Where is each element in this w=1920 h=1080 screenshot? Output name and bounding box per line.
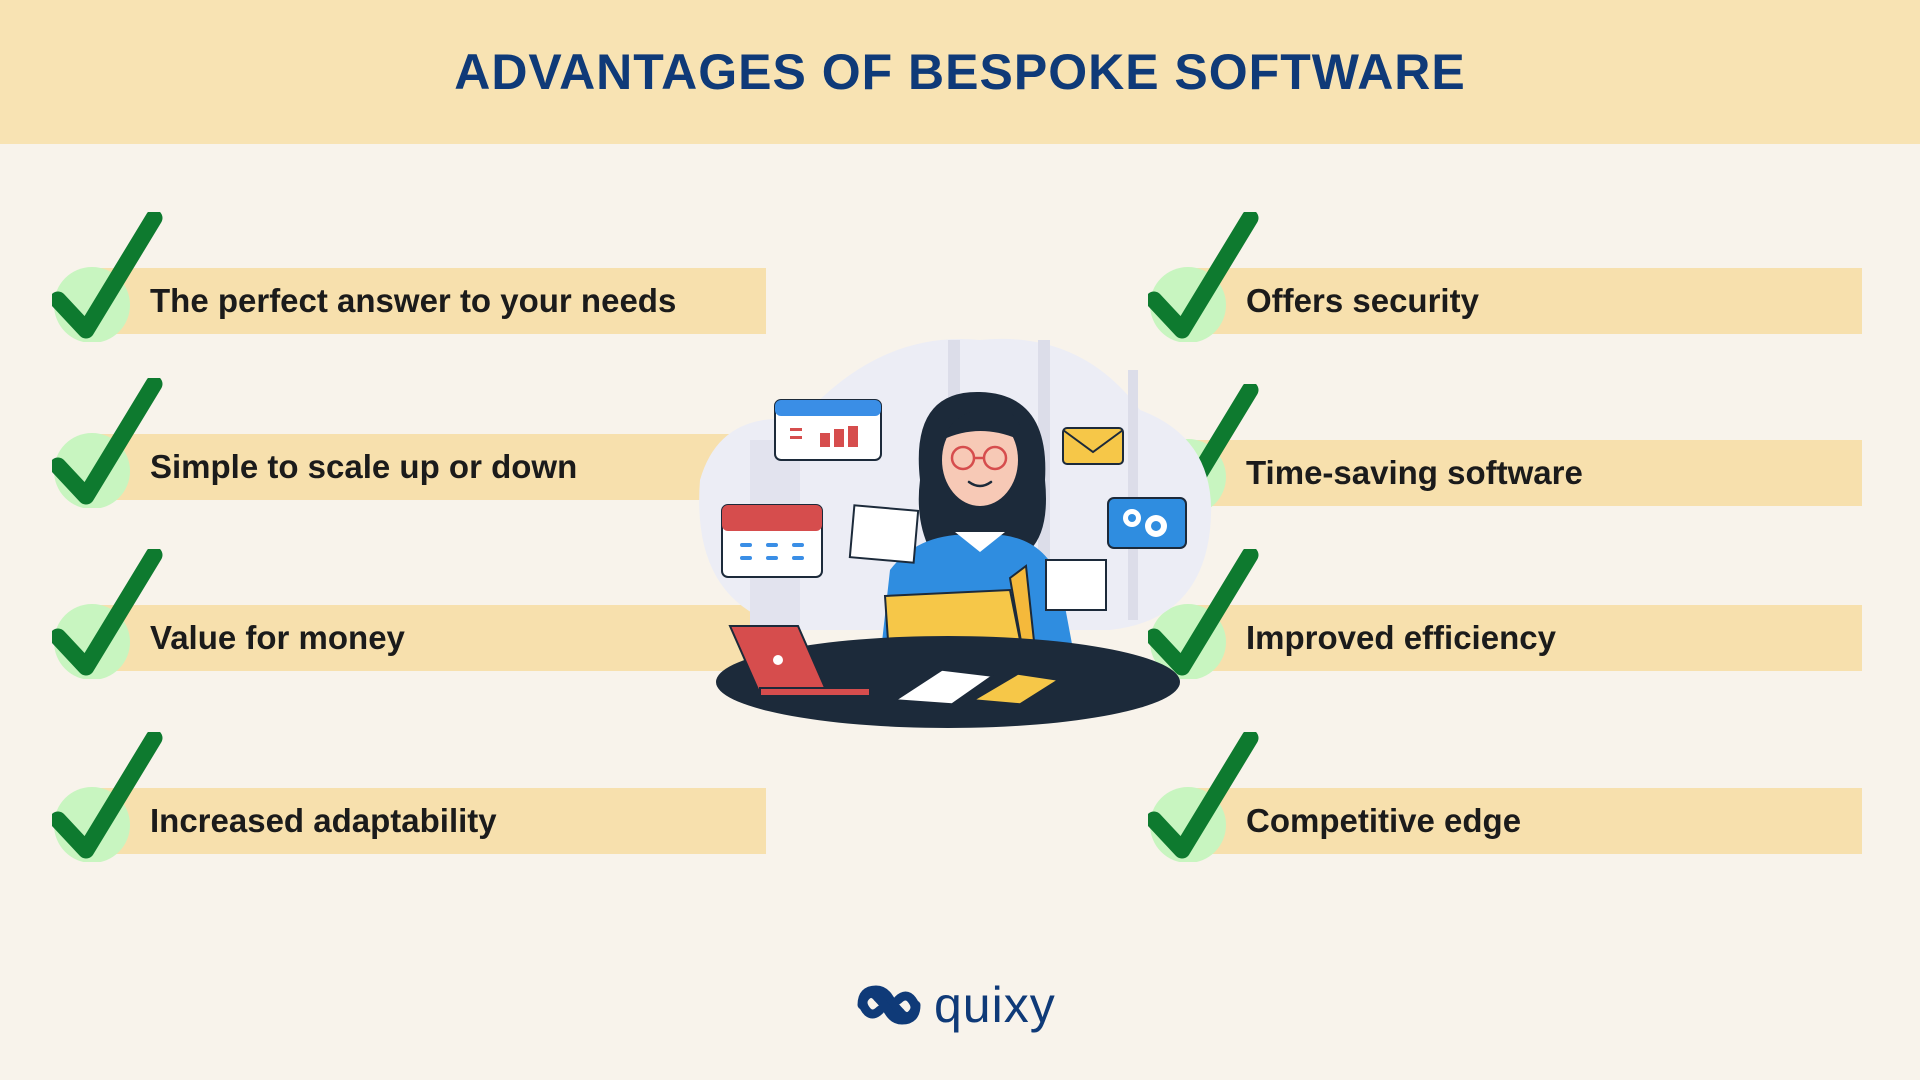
item-bar	[1196, 440, 1862, 506]
item-label: Competitive edge	[1246, 802, 1522, 839]
list-item: Simple to scale up or down	[52, 378, 766, 508]
office-worker-illustration	[699, 338, 1212, 728]
item-label: Value for money	[150, 619, 405, 656]
calendar-icon	[721, 504, 823, 578]
quixy-logo-mark-icon	[857, 985, 921, 1025]
item-label: The perfect answer to your needs	[150, 282, 677, 319]
item-bar	[1196, 605, 1862, 671]
list-item: Offers security	[1148, 212, 1862, 342]
item-label: Increased adaptability	[150, 802, 497, 839]
list-item: Competitive edge	[1148, 732, 1862, 862]
item-label: Offers security	[1246, 282, 1479, 319]
quixy-logo: quixy	[854, 978, 1056, 1032]
checkmark-icon	[52, 378, 163, 508]
item-bar	[100, 605, 766, 671]
checkmark-icon	[1148, 212, 1259, 342]
chart-window-icon	[774, 399, 882, 461]
list-item: Increased adaptability	[52, 732, 766, 862]
item-label: Time-saving software	[1246, 454, 1583, 491]
page-title: ADVANTAGES OF BESPOKE SOFTWARE	[454, 44, 1466, 100]
item-label: Simple to scale up or down	[150, 448, 578, 485]
gears-icon	[1107, 497, 1187, 549]
item-label: Improved efficiency	[1246, 619, 1556, 656]
checkmark-icon	[52, 212, 163, 342]
envelope-icon	[1062, 427, 1124, 465]
checkmark-icon	[52, 732, 163, 862]
header-banner: ADVANTAGES OF BESPOKE SOFTWARE	[0, 0, 1920, 144]
item-bar	[100, 788, 766, 854]
laptop-icon	[728, 625, 871, 697]
list-item: Improved efficiency	[1148, 549, 1862, 679]
item-bar	[100, 434, 766, 500]
brand-name: quixy	[934, 977, 1056, 1033]
list-item: Value for money	[52, 549, 766, 679]
checkmark-icon	[52, 549, 163, 679]
checkmark-icon	[1148, 732, 1259, 862]
item-bar	[1196, 268, 1862, 334]
list-item: The perfect answer to your needs	[52, 212, 766, 342]
item-bar	[1196, 788, 1862, 854]
list-item: Time-saving software	[1148, 384, 1862, 514]
item-bar	[100, 268, 766, 334]
